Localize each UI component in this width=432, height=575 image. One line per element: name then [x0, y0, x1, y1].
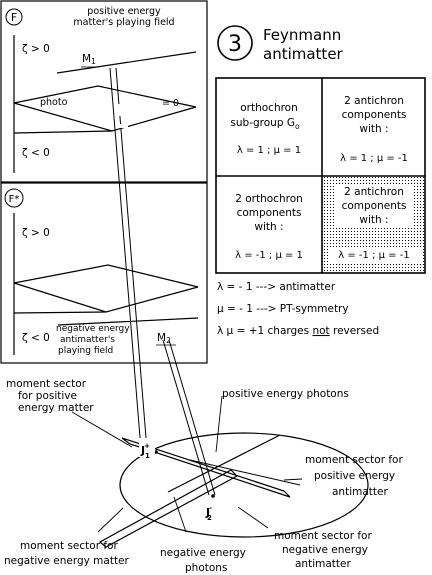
panel-fstar-m2: M2: [157, 332, 171, 345]
pointer-neg-anti: [237, 506, 269, 529]
panel-fstar-lower-line: [57, 317, 199, 326]
cell-tl-line-2: sub-group Go: [230, 117, 300, 131]
panel-fstar-title-2: antimatter's: [60, 335, 115, 345]
cell-br-line-4: λ = -1 ; μ = -1: [338, 250, 409, 261]
panel-f-upper-line: [56, 51, 197, 74]
panel-fstar-title-1: negative energy: [56, 324, 130, 334]
cell-br-line-1: 2 antichron: [344, 186, 404, 198]
table-cell-tl: orthochron sub-group Go λ = 1 ; μ = 1: [230, 102, 301, 156]
cell-br-line-2: components: [342, 200, 407, 212]
photon-line: [167, 434, 281, 493]
j1-label: J+1: [140, 442, 150, 460]
header-number-circle: [217, 25, 253, 61]
panel-f-badge: F: [11, 11, 17, 24]
moment-ellipse: [119, 432, 369, 538]
label-pos-anti-2: positive energy: [314, 470, 395, 482]
label-pos-matter-1: moment sector: [6, 378, 87, 390]
pointer-pos-anti: [283, 478, 303, 481]
j2-backing: [205, 500, 221, 518]
label-neg-matter-1: moment sector for: [20, 540, 118, 552]
header-title-1: Feynmann: [263, 26, 341, 44]
table-cell-br: 2 antichron components with : λ = -1 ; μ…: [330, 186, 422, 262]
header: 3 Feynmann antimatter: [217, 25, 344, 63]
cell-br-formula-backing: [330, 248, 422, 262]
panel-fstar-badge: F*: [9, 194, 20, 205]
panel-f-zero-label: = 0: [162, 98, 179, 109]
cell-bl-line-1: 2 orthochron: [235, 193, 303, 205]
pointer-pos-photons: [215, 395, 223, 453]
label-neg-anti-1: moment sector for: [274, 530, 372, 542]
legend-line-3: λ μ = +1 charges not reversed: [217, 325, 379, 337]
label-pos-anti-3: antimatter: [332, 486, 388, 498]
label-pos-photons: positive energy photons: [222, 388, 349, 400]
bar-negative-matter: [98, 469, 238, 548]
panel-f-photo-label: photo: [40, 97, 68, 108]
cell-tl-line-3: λ = 1 ; μ = 1: [237, 145, 301, 156]
cell-tl-line-1: orthochron: [240, 102, 298, 114]
label-neg-anti-2: negative energy: [282, 544, 368, 556]
connector-m1: [109, 67, 148, 451]
panel-f: F positive energy matter's playing field…: [0, 0, 208, 183]
connector-m1-left: [109, 67, 142, 451]
panel-f-plane: [13, 85, 197, 132]
cell-br-text-backing: [334, 186, 414, 226]
label-pos-matter-3: energy matter: [18, 402, 94, 414]
table-cell-bl: 2 orthochron components with : λ = -1 ; …: [235, 193, 303, 261]
label-neg-photons-1: negative energy: [160, 547, 246, 559]
j1-backing: [139, 438, 155, 457]
panel-f-plane-edge: [13, 130, 113, 134]
component-table: orthochron sub-group Go λ = 1 ; μ = 1 2 …: [215, 77, 426, 274]
cell-br-line-3: with :: [359, 214, 388, 226]
pointer-pos-matter: [71, 411, 133, 448]
label-neg-anti-3: antimatter: [295, 558, 351, 570]
connector-m1-right: [115, 67, 148, 451]
cell-bl-line-3: with :: [254, 221, 283, 233]
cell-tr-line-2: components: [342, 109, 407, 121]
table-cell-tr: 2 antichron components with : λ = 1 ; μ …: [340, 95, 408, 164]
cell-tr-line-1: 2 antichron: [344, 95, 404, 107]
legend-line-1: λ = - 1 ---> antimatter: [217, 281, 336, 293]
cell-tr-line-4: λ = 1 ; μ = -1: [340, 153, 408, 164]
panel-f-title-2: matter's playing field: [73, 17, 174, 28]
moment-diagram: J+1 J-2 moment sector for positive energ…: [4, 378, 403, 574]
pointer-neg-matter: [97, 507, 124, 533]
label-neg-matter-2: negative energy matter: [4, 555, 130, 567]
panel-fstar-frame: [0, 182, 208, 364]
connector-m2-left: [162, 339, 210, 496]
j2-point: [211, 494, 215, 498]
panel-f-badge-circle: [5, 8, 23, 26]
label-pos-matter-2: for positive: [18, 390, 77, 402]
panel-fstar-plane: [13, 264, 199, 313]
panel-f-zeta-neg: ζ < 0: [22, 147, 50, 159]
j1-point: [154, 450, 158, 454]
label-neg-photons-2: photons: [185, 562, 227, 574]
panel-fstar-plane-edge: [13, 311, 107, 314]
bar-positive-matter: [121, 437, 291, 498]
cell-bl-line-2: components: [237, 207, 302, 219]
panel-fstar-title-3: playing field: [58, 346, 113, 356]
legend: λ = - 1 ---> antimatter μ = - 1 ---> PT-…: [217, 281, 379, 337]
panel-fstar: F* ζ > 0 ζ < 0 negative energy antimatte…: [0, 182, 208, 364]
cell-tr-line-3: with :: [359, 123, 388, 135]
panel-f-m1: M1: [82, 53, 96, 66]
moment-divider: [189, 459, 301, 486]
header-number: 3: [228, 32, 242, 57]
panel-f-title-1: positive energy: [87, 6, 161, 17]
panel-f-frame: [0, 0, 208, 183]
panel-fstar-zeta-neg: ζ < 0: [22, 332, 50, 344]
pointer-neg-photons: [173, 496, 187, 533]
label-pos-anti-1: moment sector for: [305, 454, 403, 466]
connector-m1-gap-2: [119, 124, 128, 128]
header-title-2: antimatter: [263, 45, 344, 63]
panel-fstar-zeta-pos: ζ > 0: [22, 227, 50, 239]
j2-label: J-2: [205, 504, 212, 522]
panel-fstar-badge-circle: [4, 188, 24, 208]
panel-f-zeta-pos: ζ > 0: [22, 43, 50, 55]
connector-m1-gap-1: [117, 104, 126, 116]
cell-bl-line-4: λ = -1 ; μ = 1: [235, 250, 303, 261]
legend-line-2: μ = - 1 ---> PT-symmetry: [217, 303, 349, 315]
